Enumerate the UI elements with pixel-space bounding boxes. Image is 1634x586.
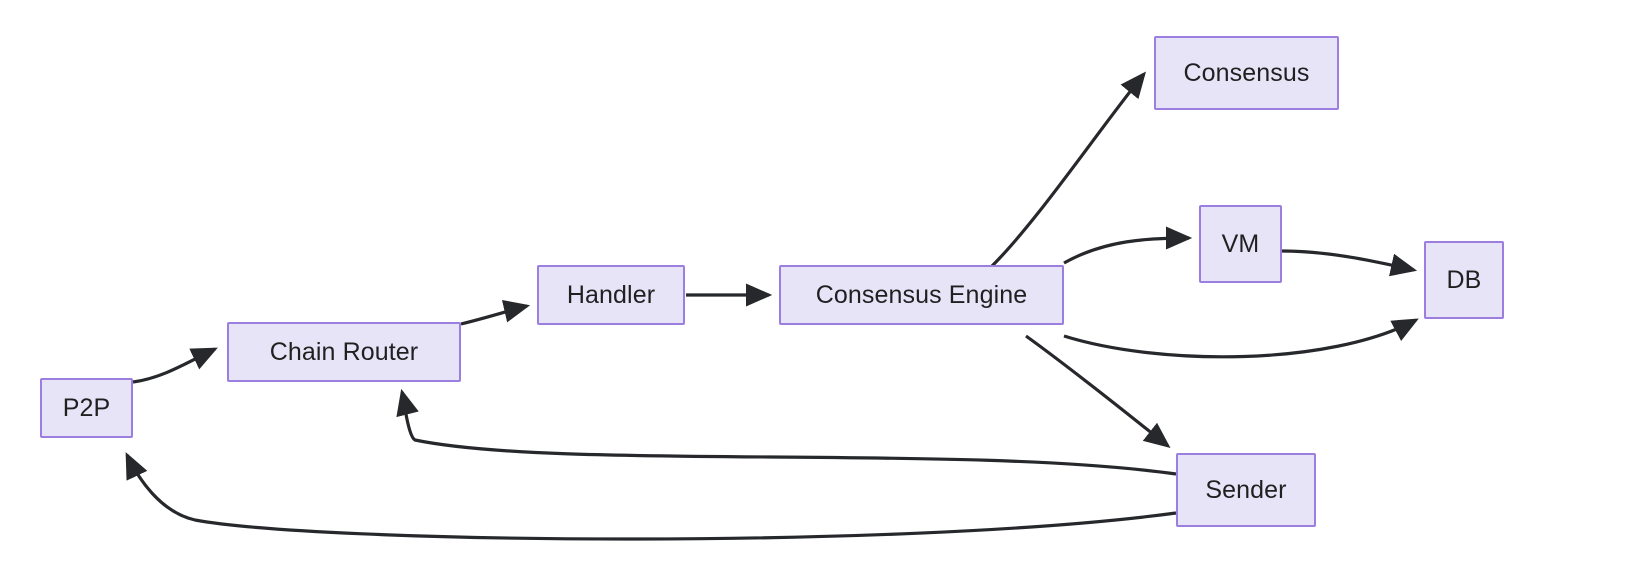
edge-router-to-handler	[460, 299, 531, 326]
node-chain-router-label: Chain Router	[269, 337, 419, 366]
node-p2p-label: P2P	[62, 393, 111, 422]
node-consensus[interactable]: Consensus	[1154, 36, 1339, 110]
node-consensus-engine-label: Consensus Engine	[815, 280, 1028, 309]
edge-vm-to-db	[1281, 249, 1418, 277]
edge-engine-to-db	[1063, 318, 1419, 359]
edge-engine-to-vm	[1063, 226, 1193, 265]
node-p2p[interactable]: P2P	[40, 378, 133, 438]
node-vm-label: VM	[1221, 229, 1260, 258]
node-chain-router[interactable]: Chain Router	[227, 322, 461, 382]
node-consensus-engine[interactable]: Consensus Engine	[779, 265, 1064, 325]
edge-sender-to-router	[396, 388, 1177, 476]
node-vm[interactable]: VM	[1199, 205, 1282, 283]
edge-engine-to-sender	[1025, 334, 1171, 448]
node-handler-label: Handler	[566, 280, 656, 309]
edge-engine-to-consensus	[988, 71, 1147, 270]
edge-p2p-to-router	[132, 347, 218, 384]
node-sender[interactable]: Sender	[1176, 453, 1316, 527]
node-db-label: DB	[1446, 265, 1482, 294]
node-db[interactable]: DB	[1424, 241, 1504, 319]
node-handler[interactable]: Handler	[537, 265, 685, 325]
node-consensus-label: Consensus	[1183, 58, 1310, 87]
node-sender-label: Sender	[1205, 475, 1287, 504]
edge-sender-to-p2p	[125, 452, 1177, 541]
